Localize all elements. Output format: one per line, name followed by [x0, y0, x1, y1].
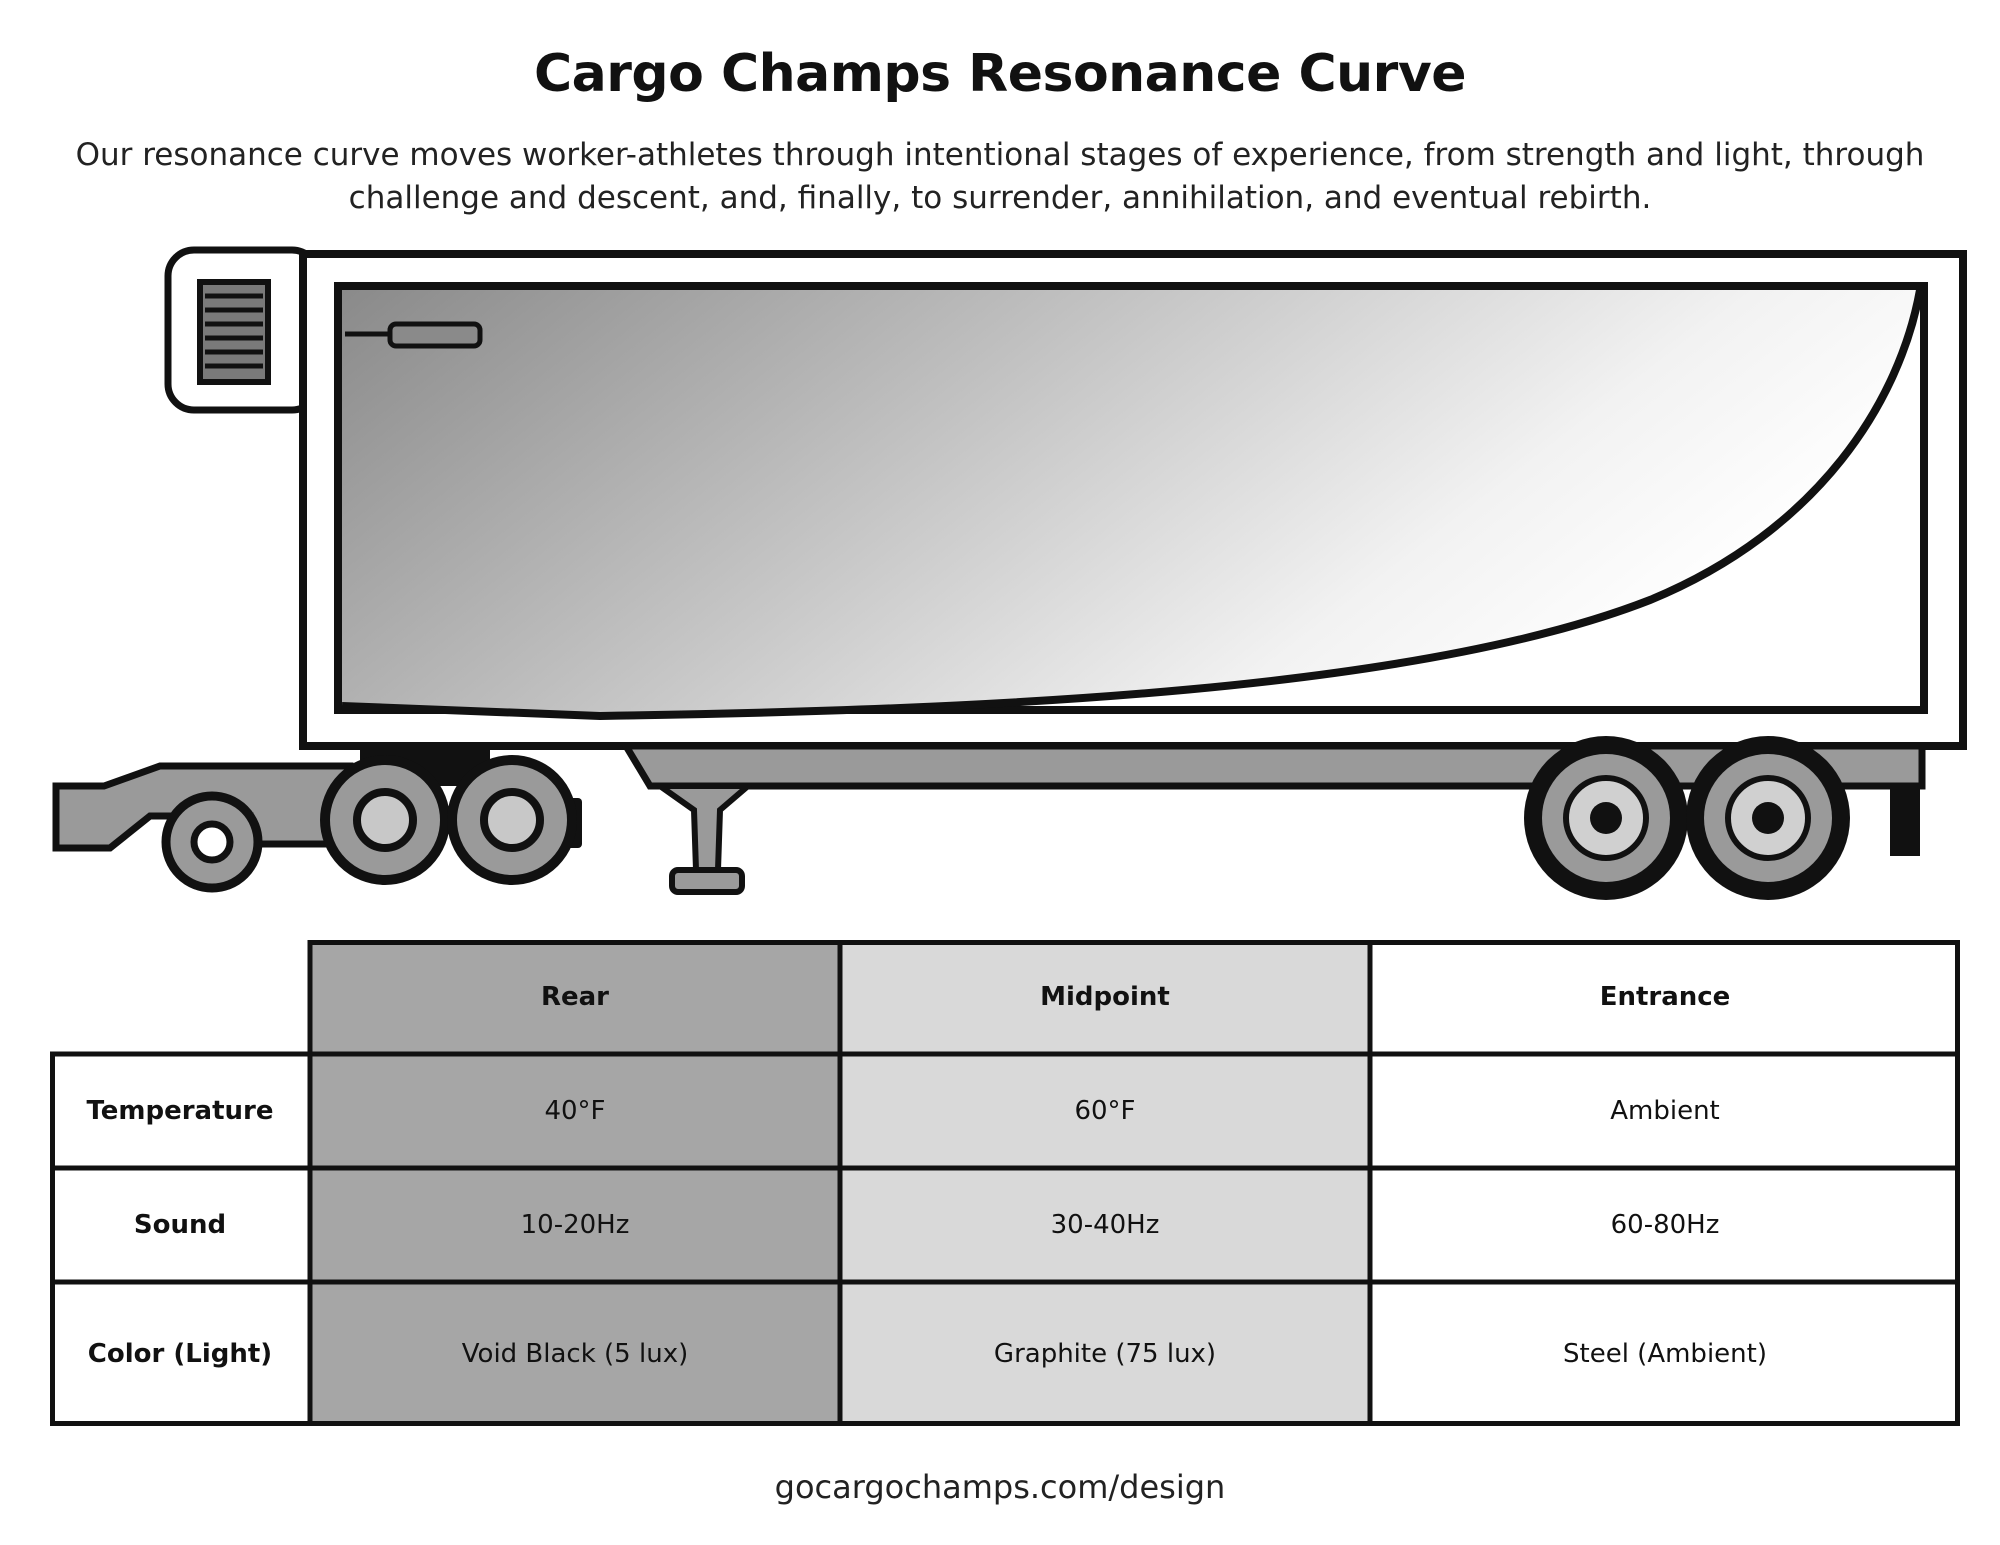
- table-cell: 60°F: [840, 1054, 1370, 1168]
- wheel-icon: [161, 755, 577, 893]
- trailer-illustration: [52, 246, 1967, 900]
- table-row-label: Sound: [50, 1168, 310, 1282]
- table-cell: 40°F: [310, 1054, 840, 1168]
- table-cell: Ambient: [1370, 1054, 1960, 1168]
- table-column-header: Entrance: [1370, 940, 1960, 1054]
- reefer-unit-icon: [164, 246, 322, 414]
- footer-url[interactable]: gocargochamps.com/design: [774, 1468, 1226, 1506]
- table-cell: 30-40Hz: [840, 1168, 1370, 1282]
- table-cell: 10-20Hz: [310, 1168, 840, 1282]
- table-cell: 60-80Hz: [1370, 1168, 1960, 1282]
- resonance-curve-icon: [341, 289, 1924, 721]
- table-column-header: Midpoint: [840, 940, 1370, 1054]
- rear-wheels: [1524, 736, 1850, 900]
- table-column-header: Rear: [310, 940, 840, 1054]
- intro-paragraph: Our resonance curve moves worker-athlete…: [75, 137, 1925, 216]
- table-cell: Graphite (75 lux): [840, 1282, 1370, 1426]
- table-cell: Steel (Ambient): [1370, 1282, 1960, 1426]
- landing-gear-icon: [650, 783, 757, 895]
- table-cell: Void Black (5 lux): [310, 1282, 840, 1426]
- table-row-label: Color (Light): [50, 1282, 310, 1426]
- table-row-label: Temperature: [50, 1054, 310, 1168]
- page-title: Cargo Champs Resonance Curve: [534, 44, 1466, 104]
